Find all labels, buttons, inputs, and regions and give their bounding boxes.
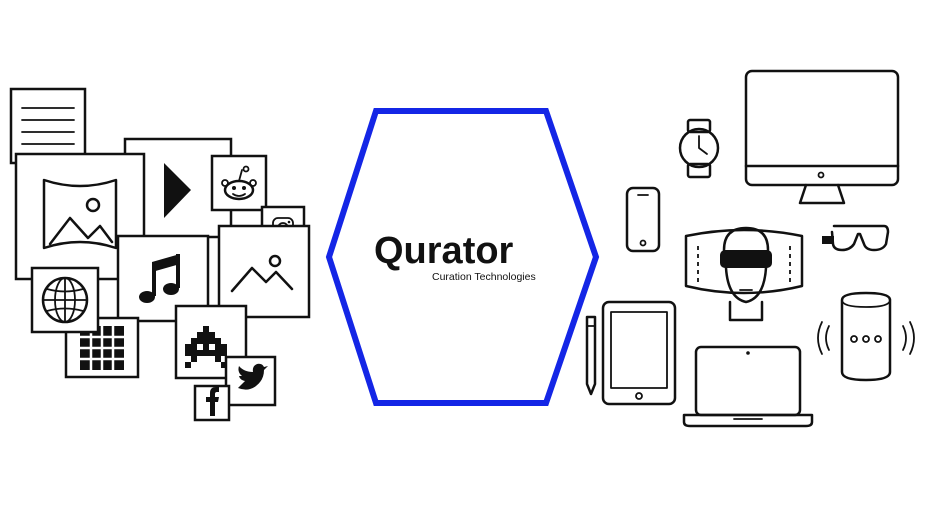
- laptop-icon: [682, 345, 814, 428]
- desktop-monitor-icon: [744, 69, 900, 205]
- stylus-icon: [585, 315, 597, 396]
- smart-glasses-icon: [822, 224, 890, 252]
- facebook-icon: [193, 384, 231, 422]
- logo-title: Qurator: [374, 230, 514, 272]
- vr-headset-user-icon: [684, 226, 804, 322]
- qurator-logo: Qurator Curation Technologies: [325, 108, 600, 406]
- space-invader-icon: [174, 304, 248, 380]
- smart-speaker-icon: [817, 291, 915, 382]
- document-icon: [9, 87, 87, 165]
- smartphone-icon: [625, 186, 661, 253]
- panorama-image-icon: [14, 152, 146, 281]
- image-icon: [217, 224, 311, 319]
- logo-subtitle: Curation Technologies: [432, 271, 536, 283]
- smartwatch-icon: [678, 118, 720, 179]
- reddit-icon: [210, 154, 268, 212]
- globe-icon: [30, 266, 100, 334]
- content-collage: [9, 87, 311, 422]
- tablet-icon: [601, 300, 677, 406]
- hexagon-frame: [325, 108, 600, 406]
- device-cluster: [585, 69, 915, 428]
- twitter-icon: [224, 355, 277, 407]
